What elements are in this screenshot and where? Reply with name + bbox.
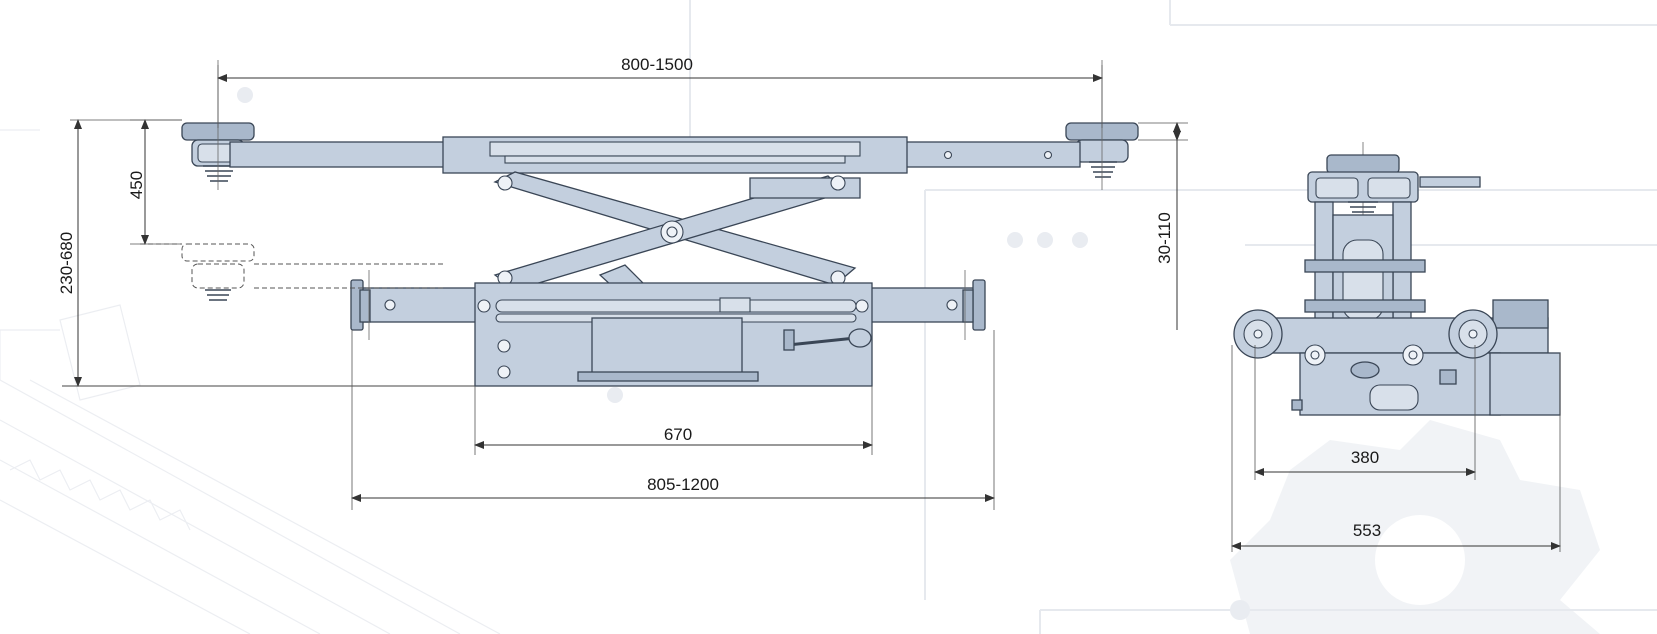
dim-inner-track: 380 <box>1351 448 1379 467</box>
dim-rail-width: 805-1200 <box>647 475 719 494</box>
side-view-jack <box>181 60 1139 387</box>
dim-adapter-height: 30-110 <box>1155 212 1174 264</box>
dim-lift-height: 450 <box>127 171 146 199</box>
dim-overall-width: 553 <box>1353 521 1381 540</box>
dim-overall-height: 230-680 <box>57 232 76 294</box>
dim-base-length: 670 <box>664 425 692 444</box>
front-view-jack <box>1233 142 1561 416</box>
dim-arm-span: 800-1500 <box>621 55 693 74</box>
